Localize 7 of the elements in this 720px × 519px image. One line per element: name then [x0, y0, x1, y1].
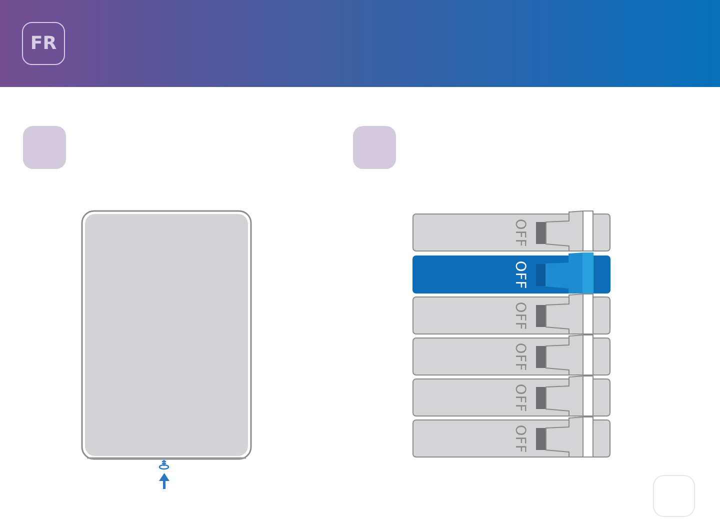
switch-label: OFF [513, 218, 527, 248]
switch-label: OFF [513, 382, 527, 412]
language-badge: FR [22, 22, 65, 65]
switch-label: OFF [513, 260, 527, 290]
switch-label: OFF [513, 300, 527, 330]
switch-label: OFF [513, 424, 527, 454]
switch-label: OFF [513, 342, 527, 372]
